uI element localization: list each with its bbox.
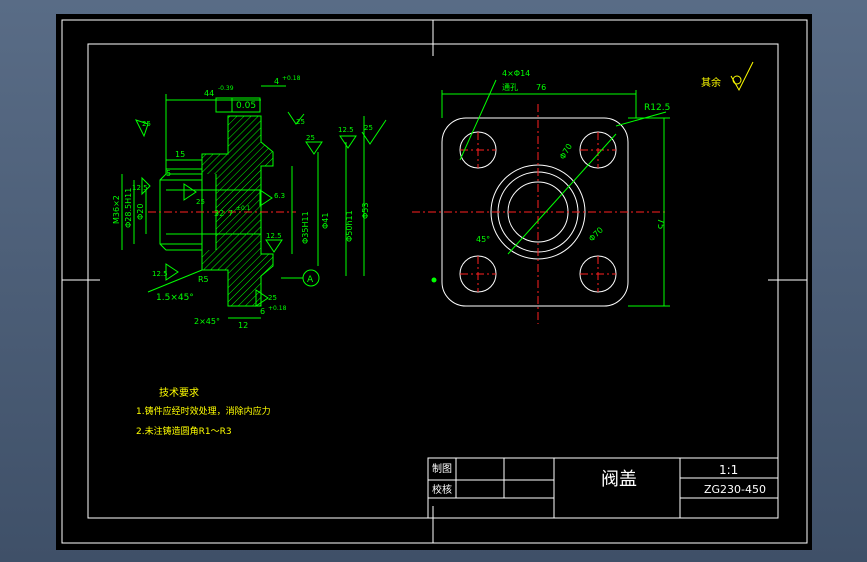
rough-5: 25 — [364, 124, 373, 132]
snap-point-icon — [431, 277, 437, 283]
checked-by-label: 校核 — [432, 483, 452, 496]
dim-r12: R12.5 — [644, 103, 670, 113]
section-dimensions: 44 -0.39 4 +0.18 0.05 15 5 M36×2 Φ28.5H1… — [112, 75, 370, 330]
dim-12: 12 — [238, 321, 248, 330]
rough-9: 25 — [268, 294, 277, 302]
dim-hole-note: 通孔 — [502, 82, 518, 92]
datum-label: A — [307, 275, 314, 285]
rough-6: 12.5 — [132, 184, 148, 192]
dim-phi35: Φ35H11 — [301, 211, 310, 244]
rough-2: 25 — [296, 118, 305, 126]
dim-6-tol: +0.18 — [268, 305, 287, 312]
dim-phi70-b: Φ70 — [587, 225, 605, 243]
rough-8: 12.5 — [152, 270, 168, 278]
section-outline — [159, 115, 274, 307]
roughness-marks: 25 25 25 12.5 25 12.5 12.5 12.5 25 25 6.… — [132, 111, 387, 307]
part-name: 阀盖 — [601, 469, 637, 490]
surface-note-text: 其余 — [701, 76, 721, 89]
dim-thread: M36×2 — [112, 195, 121, 224]
dim-76: 76 — [536, 83, 546, 92]
section-hatch-body — [202, 116, 273, 306]
section-view: 44 -0.39 4 +0.18 0.05 15 5 M36×2 Φ28.5H1… — [112, 75, 387, 330]
dim-phi28: Φ28.5H11 — [124, 188, 133, 228]
dim-4-tol: +0.18 — [282, 75, 301, 82]
drawn-by-label: 制图 — [432, 462, 452, 475]
top-view: 4×Φ14 通孔 76 R12.5 75 Φ70 Φ70 45° — [412, 69, 670, 324]
rough-10: 25 — [196, 198, 205, 206]
dim-phi50: Φ50h11 — [345, 210, 354, 242]
roughness-circle-icon — [732, 75, 742, 85]
dim-chamfer-1: 1.5×45° — [156, 293, 194, 303]
dim-32: 32 — [214, 209, 224, 218]
dim-44: 44 — [204, 89, 214, 98]
dim-15: 15 — [175, 150, 185, 159]
surface-note: 其余 — [701, 61, 754, 92]
dim-phi20: Φ20 — [136, 204, 145, 220]
tech-heading: 技术要求 — [159, 386, 199, 399]
dim-phi53: Φ53 — [361, 203, 370, 219]
dim-5: 5 — [166, 169, 171, 178]
dim-phi41: Φ41 — [321, 213, 330, 229]
dim-6: 6 — [260, 307, 265, 316]
dim-chamfer-2: 2×45° — [194, 317, 220, 326]
outer-frame — [61, 19, 808, 544]
rough-11: 6.3 — [274, 192, 285, 200]
tech-requirements: 技术要求 1.铸件应经时效处理，消除内应力 2.未注铸造圆角R1～R3 — [136, 386, 271, 437]
material-value: ZG230-450 — [704, 483, 766, 496]
tech-item-2: 2.未注铸造圆角R1～R3 — [136, 425, 232, 437]
dim-7: 7 — [228, 209, 233, 218]
tolerance-frame — [215, 97, 261, 113]
dim-angle: 45° — [476, 235, 490, 244]
roughness-symbol-icon — [730, 61, 754, 92]
dim-7-tol: ±0.1 — [236, 205, 251, 212]
dim-44-tol: -0.39 — [218, 85, 234, 92]
dim-r5: R5 — [198, 275, 209, 284]
title-block: 制图 校核 阀盖 1:1 ZG230-450 — [427, 457, 779, 519]
rough-3: 25 — [306, 134, 315, 142]
tol-value: 0.05 — [236, 101, 256, 111]
dim-phi70: Φ70 — [558, 142, 574, 161]
rough-4: 12.5 — [338, 126, 354, 134]
dim-holes: 4×Φ14 — [502, 69, 530, 78]
dim-4: 4 — [274, 77, 279, 86]
rough-7: 12.5 — [266, 232, 282, 240]
cad-viewport[interactable]: 制图 校核 阀盖 1:1 ZG230-450 技术要求 1.铸件应经时效处理，消… — [56, 14, 812, 550]
rough-1: 25 — [142, 120, 151, 128]
drawing-canvas: 制图 校核 阀盖 1:1 ZG230-450 技术要求 1.铸件应经时效处理，消… — [61, 19, 808, 544]
dim-75: 75 — [655, 218, 665, 229]
scale-value: 1:1 — [719, 463, 738, 477]
tech-item-1: 1.铸件应经时效处理，消除内应力 — [136, 405, 271, 417]
